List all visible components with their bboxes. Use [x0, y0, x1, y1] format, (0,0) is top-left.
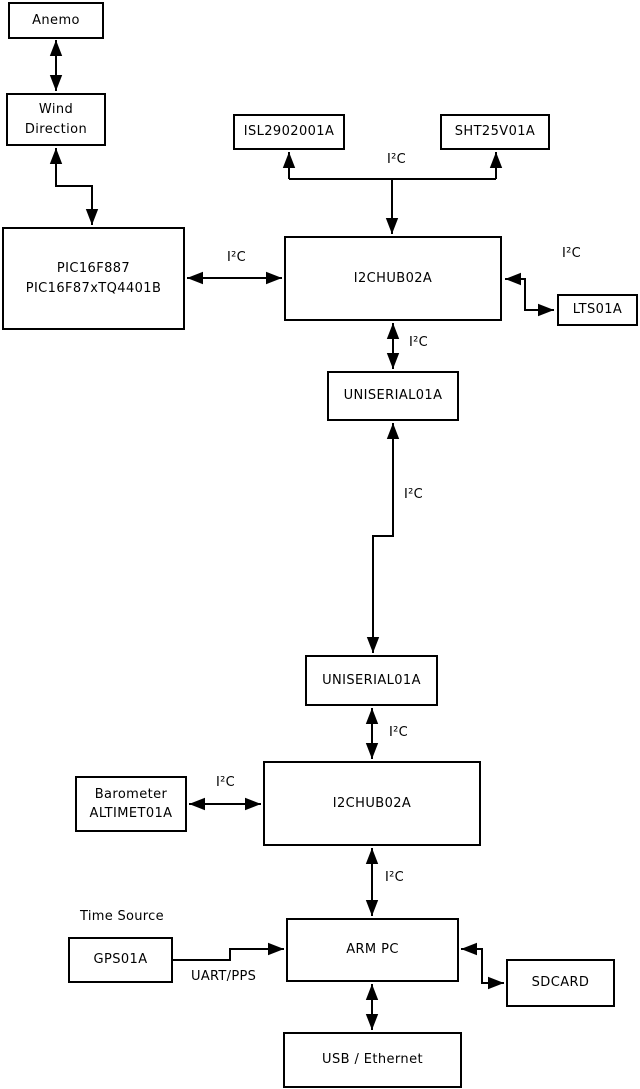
edge-label-i2c-hub-uniserial: I²C — [409, 335, 429, 350]
node-pic16f887: PIC16F887 PIC16F87xTQ4401B — [2, 227, 185, 330]
node-uniserial01a-top-label: UNISERIAL01A — [343, 388, 443, 404]
node-lts01a: LTS01A — [557, 294, 638, 326]
node-uniserial01a-top: UNISERIAL01A — [327, 371, 459, 421]
edge-gps-armpc — [173, 942, 284, 961]
node-arm-pc: ARM PC — [286, 918, 459, 982]
edge-label-i2c-hub2-arm: I²C — [385, 870, 405, 885]
edge-i2chub-top-lts — [505, 272, 554, 317]
node-barometer-altimet01a: Barometer ALTIMET01A — [75, 776, 187, 832]
node-isl2902001a-label: ISL2902001A — [243, 124, 335, 140]
node-gps01a-label: GPS01A — [93, 952, 148, 968]
node-barometer-label-line2: ALTIMET01A — [89, 806, 173, 821]
node-anemo: Anemo — [8, 2, 104, 39]
node-arm-pc-label: ARM PC — [346, 942, 399, 958]
annotation-time-source: Time Source — [80, 909, 164, 924]
edge-label-i2c-hub-sensors: I²C — [387, 152, 407, 167]
node-pic16f887-label-line2: PIC16F87xTQ4401B — [25, 280, 162, 296]
node-barometer-label-line1: Barometer — [94, 786, 168, 802]
edge-label-i2c-uniserial-hub2: I²C — [389, 725, 409, 740]
node-anemo-label: Anemo — [32, 12, 80, 28]
node-uniserial01a-bottom: UNISERIAL01A — [305, 655, 438, 706]
edge-label-i2c-hub-lts: I²C — [562, 246, 582, 261]
node-usb-ethernet-label: USB / Ethernet — [322, 1052, 423, 1068]
node-i2chub02a-top: I2CHUB02A — [284, 236, 502, 321]
node-i2chub02a-top-label: I2CHUB02A — [353, 270, 433, 286]
node-i2chub02a-bottom: I2CHUB02A — [263, 761, 481, 846]
edge-label-i2c-uniserial-link: I²C — [404, 487, 424, 502]
node-lts01a-label: LTS01A — [572, 302, 623, 318]
node-wind-direction-label-line1: Wind — [38, 102, 74, 117]
edge-label-uart-pps: UART/PPS — [191, 969, 257, 984]
node-uniserial01a-bottom-label: UNISERIAL01A — [322, 672, 421, 688]
edge-armpc-sdcard — [461, 942, 504, 990]
node-gps01a: GPS01A — [68, 937, 173, 983]
node-sdcard: SDCARD — [506, 959, 615, 1007]
node-isl2902001a: ISL2902001A — [233, 114, 345, 150]
edge-label-i2c-barometer-hub2: I²C — [216, 775, 236, 790]
edge-label-i2c-pic-hub: I²C — [227, 250, 247, 265]
edge-uniserial-link — [366, 423, 400, 653]
node-sht25v01a: SHT25V01A — [440, 114, 550, 150]
node-pic16f887-label-line1: PIC16F887 — [56, 261, 131, 276]
edge-wind-pic — [49, 148, 99, 225]
node-sdcard-label: SDCARD — [531, 975, 590, 991]
node-wind-direction: Wind Direction — [6, 93, 106, 146]
node-i2chub02a-bottom-label: I2CHUB02A — [332, 795, 412, 811]
node-usb-ethernet: USB / Ethernet — [283, 1032, 462, 1088]
node-wind-direction-label-line2: Direction — [24, 121, 88, 137]
node-sht25v01a-label: SHT25V01A — [454, 124, 536, 140]
